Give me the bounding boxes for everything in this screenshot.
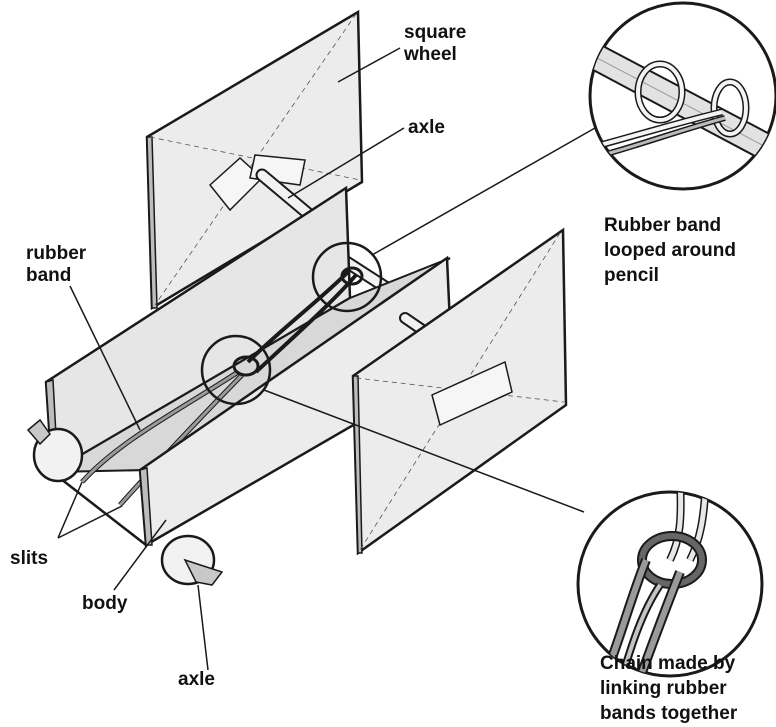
caption-chain-line1: Chain made by	[600, 653, 736, 674]
label-axle-top: axle	[408, 117, 445, 138]
back-square-wheel	[145, 9, 364, 311]
leader-lines	[57, 47, 405, 671]
leader-axle-top	[287, 127, 405, 199]
label-rubber-band-line1: rubber	[26, 243, 87, 264]
label-slits: slits	[10, 548, 49, 569]
leader-axle-bottom	[197, 584, 209, 671]
caption-chain: Chain made by linking rubber bands toget…	[600, 651, 737, 726]
leader-rubber-band	[69, 285, 141, 431]
label-body: body	[82, 593, 128, 614]
pencil-loop-detail	[588, 1, 776, 191]
caption-chain-line2: linking rubber	[600, 678, 727, 699]
detail-marker-chain	[200, 334, 585, 513]
leader-slits-2	[57, 505, 123, 539]
rubber-band-chain	[80, 266, 364, 507]
caption-pencil-loop-line3: pencil	[604, 265, 659, 286]
leader-square-wheel	[337, 47, 401, 83]
front-square-wheel	[351, 227, 568, 556]
caption-pencil-loop-line2: looped around	[604, 240, 736, 261]
label-rubber-band-line2: band	[26, 265, 72, 286]
label-square-wheel-line2: wheel	[404, 44, 457, 65]
rear-round-wheel	[26, 418, 84, 483]
front-round-wheel	[160, 534, 224, 586]
label-square-wheel: square wheel	[404, 22, 466, 66]
label-axle-bottom: axle	[178, 669, 215, 690]
leader-body	[113, 519, 167, 591]
chain-link-detail	[576, 490, 764, 678]
caption-chain-line3: bands together	[600, 703, 738, 724]
caption-pencil-loop: Rubber band looped around pencil	[604, 213, 736, 288]
label-rubber-band: rubber band	[26, 243, 86, 287]
label-square-wheel-line1: square	[404, 22, 467, 43]
detail-marker-pencil	[311, 127, 596, 313]
leader-slits-1	[57, 481, 83, 539]
caption-pencil-loop-line1: Rubber band	[604, 215, 722, 236]
